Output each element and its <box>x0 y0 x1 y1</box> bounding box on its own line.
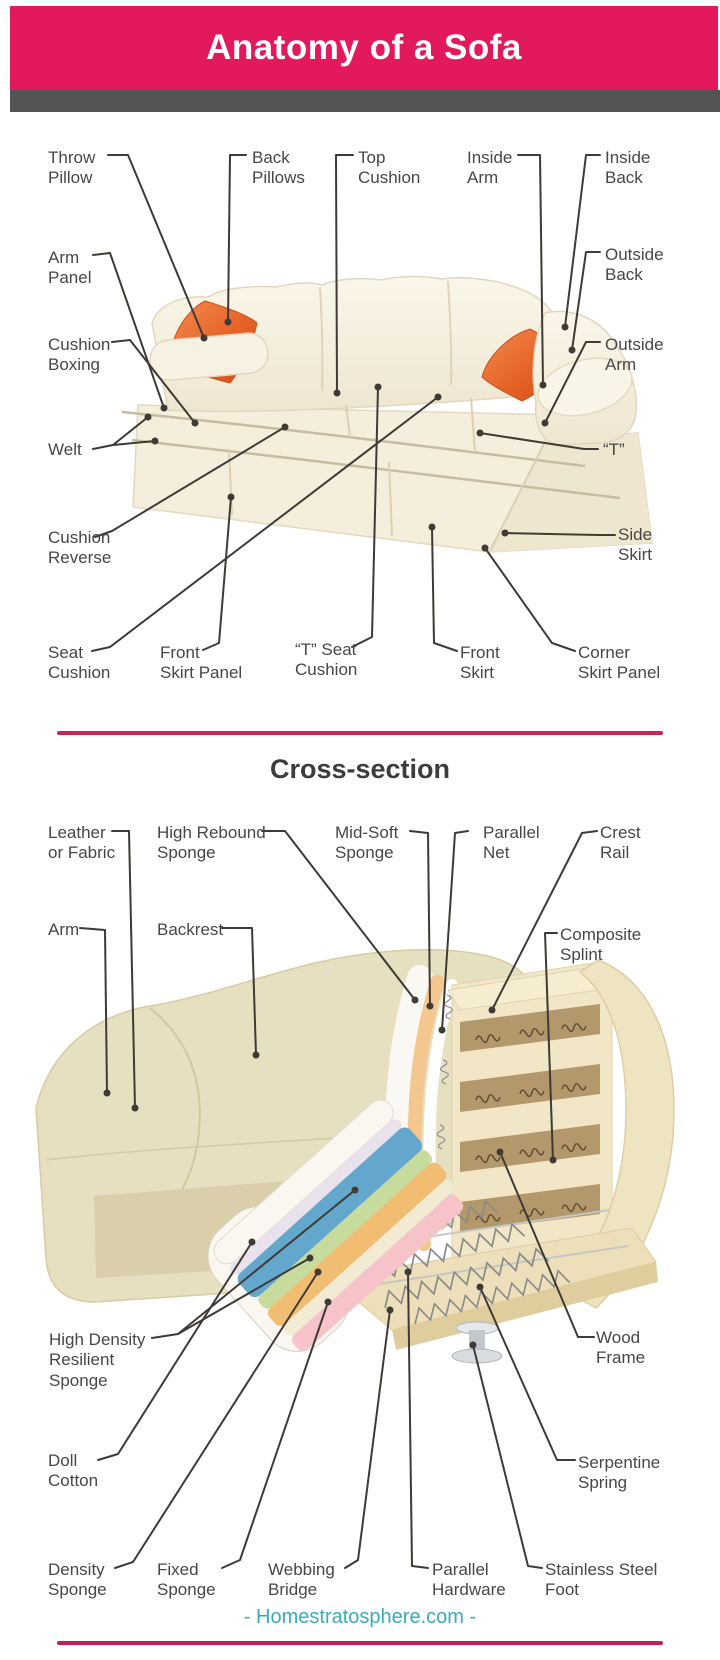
seat-crease <box>45 1135 369 1161</box>
label-parallel-net: Parallel Net <box>483 823 540 863</box>
label-front-skirt: Front Skirt <box>460 643 500 683</box>
label-backrest: Backrest <box>157 920 224 939</box>
label-density-sponge: Density Sponge <box>48 1560 107 1600</box>
label-top-cushion: Top Cushion <box>358 148 421 188</box>
label-outside-back: Outside Back <box>605 245 664 285</box>
cross-section-diagram: Leather or Fabric High Rebound Sponge Mi… <box>0 810 720 1655</box>
label-welt: Welt <box>48 440 82 459</box>
leader-lines <box>91 154 616 652</box>
label-mid-soft-sponge: Mid-Soft Sponge <box>335 823 399 863</box>
page-title: Anatomy of a Sofa <box>206 28 522 67</box>
sofa-diagram: Throw Pillow Arm Panel Cushion Boxing We… <box>0 115 720 690</box>
layer-pink-sponge <box>292 1194 464 1352</box>
label-parallel-hardware: Parallel Hardware <box>432 1560 506 1600</box>
cushion-seam <box>319 286 324 392</box>
cross-section-title: Cross-section <box>269 754 451 784</box>
section-divider <box>57 731 663 735</box>
label-cushion-reverse: Cushion Reverse <box>48 528 112 568</box>
label-arm: Arm <box>48 920 80 939</box>
cross-section-illustration <box>35 830 675 1569</box>
label-wood-frame: Wood Frame <box>596 1328 646 1368</box>
layer-orange-sponge <box>267 1162 447 1326</box>
cushion-seam <box>447 280 453 386</box>
label-doll-cotton: Doll Cotton <box>48 1451 99 1491</box>
header-banner: Anatomy of a Sofa <box>10 6 718 90</box>
label-front-skirt-panel: Front Skirt Panel <box>160 643 243 683</box>
label-throw-pillow: Throw Pillow <box>48 148 96 188</box>
label-side-skirt: Side Skirt <box>618 525 653 565</box>
label-high-rebound-sponge: High Rebound Sponge <box>157 823 266 863</box>
label-outside-arm: Outside Arm <box>605 335 664 375</box>
label-corner-skirt-panel: Corner Skirt Panel <box>578 643 661 683</box>
label-stainless-steel-foot: Stainless Steel Foot <box>545 1560 658 1600</box>
label-high-density-resilient-sponge: High Density Resilient Sponge <box>49 1330 146 1390</box>
label-seat-cushion: Seat Cushion <box>48 643 111 683</box>
layer-blue-sponge <box>237 1127 422 1298</box>
label-inside-arm: Inside Arm <box>467 148 513 188</box>
label-inside-back: Inside Back <box>605 148 651 188</box>
label-cushion-boxing: Cushion Boxing <box>48 335 111 375</box>
layer-green-sponge <box>258 1150 433 1309</box>
label-webbing-bridge: Webbing Bridge <box>268 1560 335 1600</box>
sofa-base <box>132 404 653 553</box>
footer-divider <box>57 1641 663 1645</box>
seat-layer-stack <box>207 1099 464 1352</box>
label-composite-splint: Composite Splint <box>560 925 642 965</box>
stainless-steel-foot <box>451 1321 503 1364</box>
layer-cream-sponge <box>283 1179 456 1336</box>
welt-piping <box>121 410 621 500</box>
leader-dots <box>103 996 557 1349</box>
label-t: “T” <box>603 440 625 459</box>
label-crest-rail: Crest Rail <box>600 823 641 863</box>
sofa-back-cushions <box>151 275 558 413</box>
label-leather-or-fabric: Leather or Fabric <box>48 823 116 863</box>
leader-lines <box>79 830 598 1569</box>
right-arm-roll <box>537 357 633 417</box>
label-fixed-sponge: Fixed Sponge <box>157 1560 216 1600</box>
label-arm-panel: Arm Panel <box>48 248 92 288</box>
leader-dots <box>144 318 576 552</box>
label-back-pillows: Back Pillows <box>252 148 305 188</box>
label-t-seat-cushion: “T” Seat Cushion <box>295 640 358 680</box>
header-bar <box>10 90 720 112</box>
sofa-illustration <box>91 154 653 652</box>
label-serpentine-spring: Serpentine Spring <box>578 1453 661 1493</box>
website-credit: - Homestratosphere.com - <box>243 1606 477 1628</box>
layer-doll-cotton <box>230 1119 402 1275</box>
